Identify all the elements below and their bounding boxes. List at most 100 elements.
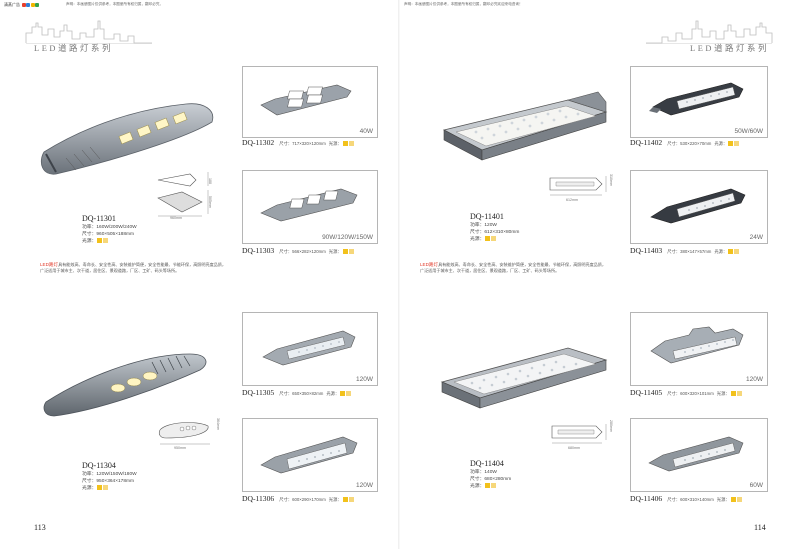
model-size: 尺寸：600×320×101mm	[667, 391, 714, 396]
lamp-image-dq-11305	[262, 330, 356, 366]
wattage-label: 90W/120W/150W	[322, 234, 373, 241]
product-frame-dq-11302: 40W	[242, 66, 378, 138]
dim-width: 612mm	[566, 198, 578, 202]
model-source: 光源：	[714, 249, 728, 254]
lamp-image-dq-11402	[649, 82, 744, 116]
city-skyline-graphic	[25, 20, 152, 44]
spec-size: 尺寸：680×280mm	[470, 477, 512, 482]
lamp-image-dq-11302	[260, 84, 352, 116]
spec-size: 尺寸：960×505×188mm	[82, 232, 134, 237]
product-frame-dq-11405: 120W	[630, 312, 768, 386]
product-frame-dq-11403: 24W	[630, 170, 768, 244]
model-source: 光源：	[328, 141, 342, 146]
product-frame-dq-11305: 120W	[242, 312, 378, 386]
dim-width: 680mm	[568, 446, 580, 450]
wattage-label: 60W	[749, 482, 763, 489]
page-number: 114	[754, 523, 766, 532]
description-line-1: 具有能效高、寿命长、安全性高、安装维护简便，安全性能最、节能环保，高照明亮度品质…	[438, 262, 606, 267]
lamp-image-dq-11304	[43, 353, 207, 417]
wattage-label: 24W	[749, 234, 763, 241]
wattage-label: 120W	[356, 482, 373, 489]
hero-specs: 功率：120W 尺寸：612×310×80mm 光源：	[470, 222, 519, 243]
lamp-image-dq-11306	[260, 436, 358, 474]
model-code: DQ-11303	[242, 246, 275, 255]
product-frame-dq-11303: 90W/120W/150W	[242, 170, 378, 244]
wattage-label: 40W	[359, 128, 373, 135]
hero-specs: 功率：120W/150W/180W 尺寸：950×364×178mm 光源：	[82, 471, 137, 492]
dim-width: 960mm	[170, 216, 182, 220]
right-page: 声明：本画册图片仅供参考，本图册所有权归属，翻印必究欢迎来电咨询！ LED道路灯…	[400, 0, 800, 549]
wattage-label: 50W/60W	[734, 128, 763, 135]
model-source: 光源：	[716, 391, 730, 396]
model-code: DQ-11305	[242, 388, 275, 397]
model-source: 光源：	[716, 497, 730, 502]
model-code: DQ-11405	[630, 388, 663, 397]
city-skyline-graphic	[646, 20, 773, 44]
description-line-1: 具有能效高、寿命长、安全性高、安装维护简便，安全性能最、节能环保，高照明亮度品质…	[58, 262, 226, 267]
model-source: 光源：	[328, 497, 342, 502]
model-code: DQ-11402	[630, 138, 663, 147]
left-page: 清蒸广告 声明：本画册图片仅供参考，本图册所有权归属，翻印必究， LED道路灯系…	[4, 2, 378, 532]
product-frame-dq-11406: 60W	[630, 418, 768, 492]
lamp-image-dq-11301	[40, 103, 214, 175]
hero-specs: 功率：160W/200W/240W 尺寸：960×505×188mm 光源：	[82, 224, 137, 245]
dim-height: 280mm	[609, 420, 613, 432]
model-code: DQ-11403	[630, 246, 663, 255]
spec-size: 尺寸：950×364×178mm	[82, 479, 134, 484]
series-title: LED道路灯系列	[690, 44, 769, 53]
description-line-2: 广泛适用于城市主、次干道，居住区、景观道路，厂区、工矿、码头等场所。	[420, 268, 560, 273]
spec-power: 功率：140W	[470, 470, 497, 475]
lamp-image-dq-11405	[650, 326, 744, 364]
spec-power: 功率：160W/200W/240W	[82, 225, 137, 230]
dim-depth: 505mm	[208, 196, 212, 208]
hero-model-code: DQ-11301	[82, 214, 116, 223]
dimension-drawing-dq-11304	[158, 422, 210, 445]
lamp-image-dq-11401	[442, 91, 608, 161]
series-description: LED路灯具有能效高、寿命长、安全性高、安装维护简便，安全性能最、节能环保，高照…	[40, 262, 226, 274]
model-size: 尺寸：566×282×120mm	[279, 249, 326, 254]
brand-chip	[30, 2, 35, 7]
wattage-label: 120W	[356, 376, 373, 383]
spec-source: 光源：	[470, 236, 519, 243]
page-number: 113	[34, 523, 46, 532]
lamp-image-dq-11303	[260, 188, 358, 222]
dimension-drawing-dq-11404	[551, 424, 607, 444]
product-frame-dq-11402: 50W/60W	[630, 66, 768, 138]
description-line-2: 广泛适用于城市主、次干道，居住区、景观道路，厂区、工矿、码头等场所。	[40, 268, 180, 273]
model-code: DQ-11406	[630, 494, 663, 503]
model-size: 尺寸：380×147×57mm	[667, 249, 712, 254]
spec-size: 尺寸：612×310×80mm	[470, 230, 520, 235]
spec-power: 功率：120W	[470, 223, 497, 228]
lamp-image-dq-11406	[648, 436, 744, 472]
model-code: DQ-11306	[242, 494, 275, 503]
model-source: 光源：	[328, 249, 342, 254]
wattage-label: 120W	[746, 376, 763, 383]
spec-source: 光源：	[82, 238, 137, 245]
hero-model-code: DQ-11304	[82, 461, 116, 470]
lamp-image-dq-11404	[440, 347, 608, 409]
led-highlight: LED路灯	[420, 262, 439, 267]
dimension-drawing-dq-11301	[157, 172, 209, 217]
hero-model-code: DQ-11404	[470, 459, 504, 468]
led-highlight: LED路灯	[40, 262, 59, 267]
model-size: 尺寸：600×310×140mm	[667, 497, 714, 502]
model-size: 尺寸：650×350×82mm	[279, 391, 324, 396]
spec-power: 功率：120W/150W/180W	[82, 472, 137, 477]
brand-chip	[26, 2, 31, 7]
lamp-image-dq-11403	[650, 188, 746, 224]
dimension-drawing-dq-11401	[549, 176, 607, 196]
model-source: 光源：	[714, 141, 728, 146]
series-title: LED道路灯系列	[34, 44, 113, 53]
model-code: DQ-11302	[242, 138, 275, 147]
series-description: LED路灯具有能效高、寿命长、安全性高、安装维护简便，安全性能最、节能环保，高照…	[420, 262, 606, 274]
hero-specs: 功率：140W 尺寸：680×280mm 光源：	[470, 469, 511, 490]
spec-source: 光源：	[470, 483, 511, 490]
